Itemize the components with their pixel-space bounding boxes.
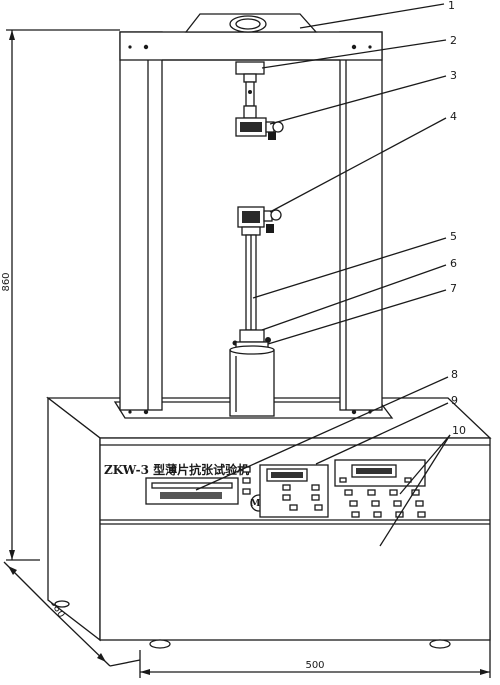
lower-clamp-knob[interactable]	[270, 209, 282, 221]
width-dimension-label: 500	[305, 660, 324, 671]
model-name-label: ZKW-3 型薄片抗张试验机	[104, 462, 249, 477]
base-cabinet	[46, 396, 492, 649]
keypad-key[interactable]	[393, 500, 402, 507]
callout-labels: 1 2 3 4 5 6 7 8 9 10	[448, 0, 466, 437]
control-key[interactable]	[404, 477, 412, 483]
control-key[interactable]	[311, 484, 320, 491]
keypad	[344, 489, 426, 518]
keypad-key[interactable]	[417, 511, 426, 518]
manufacturer-logo-text: MC	[250, 499, 267, 509]
load-cell-coupling	[235, 61, 265, 75]
callout-label-1: 1	[448, 0, 455, 12]
callout-label-6: 6	[450, 257, 457, 270]
printer-button[interactable]	[242, 477, 251, 484]
callout-leaders	[195, 3, 451, 547]
keypad-key[interactable]	[344, 489, 353, 496]
foot	[54, 600, 70, 608]
keypad-key[interactable]	[373, 511, 382, 518]
callout-label-5: 5	[450, 230, 457, 243]
keypad-key[interactable]	[351, 511, 360, 518]
foot	[429, 639, 451, 649]
upper-clamp-assembly	[235, 61, 284, 140]
control-key[interactable]	[289, 504, 298, 511]
height-dimension: 860	[1, 29, 120, 561]
callout-label-4: 4	[450, 110, 457, 123]
control-panel: ZKW-3 型薄片抗张试验机 MC	[104, 459, 426, 518]
printer-button[interactable]	[242, 488, 251, 495]
drive-cylinder	[229, 349, 275, 417]
width-dimension: 500	[139, 630, 491, 678]
callout-label-2: 2	[450, 34, 457, 47]
lower-clamp-assembly	[229, 206, 282, 417]
control-key[interactable]	[282, 484, 291, 491]
keypad-key[interactable]	[367, 489, 376, 496]
keypad-key[interactable]	[349, 500, 358, 507]
keypad-key[interactable]	[371, 500, 380, 507]
rod-collar	[239, 329, 265, 343]
callout-label-7: 7	[450, 282, 457, 295]
keypad-key[interactable]	[389, 489, 398, 496]
height-dimension-label: 860	[1, 272, 12, 291]
printer-slot	[160, 492, 222, 499]
callout-label-8: 8	[451, 368, 458, 381]
control-key[interactable]	[282, 494, 291, 501]
foot	[149, 639, 171, 649]
control-key[interactable]	[311, 494, 320, 501]
callout-label-10: 10	[452, 424, 466, 437]
left-column	[119, 31, 163, 411]
callout-label-9: 9	[451, 394, 458, 407]
control-key[interactable]	[339, 477, 347, 483]
printer-display	[145, 477, 239, 505]
keypad-key[interactable]	[415, 500, 424, 507]
control-key[interactable]	[314, 504, 323, 511]
upper-clamp-knob[interactable]	[272, 121, 284, 133]
callout-label-3: 3	[450, 69, 457, 82]
